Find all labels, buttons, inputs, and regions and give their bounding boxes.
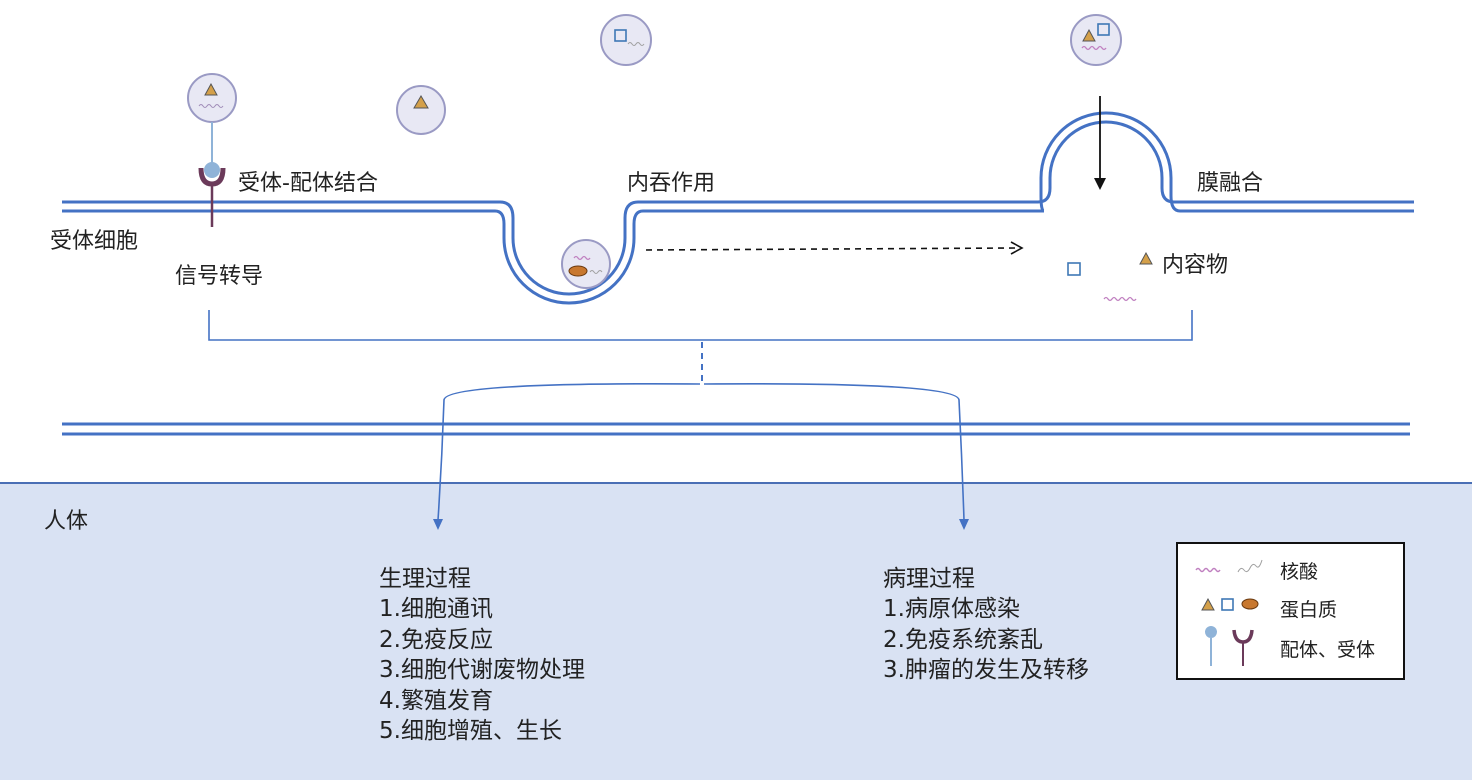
pathology-item: 3.肿瘤的发生及转移 [883,657,1089,683]
triangle-protein-icon [413,95,429,109]
vesicle-endocytosed [561,239,611,289]
arrow-to-pathology [703,383,965,521]
tissue-boundary-lines [62,422,1410,436]
label-signal-transduction: 信号转导 [175,264,263,289]
vesicle-bound [187,73,237,123]
legend-triangle-protein-icon [1201,597,1215,611]
membrane-inner-line [62,111,1414,305]
pathology-title: 病理过程 [883,566,975,592]
legend-nucleic-acid-icon [1195,567,1221,573]
process-bracket [208,310,1193,341]
label-endocytosis: 内吞作用 [627,171,715,196]
ligand-head-icon [204,162,220,178]
square-protein-icon [1067,262,1081,276]
label-recipient-cell: 受体细胞 [50,229,138,254]
legend-oval-protein-icon [1241,598,1259,610]
triangle-protein-icon [1082,28,1096,42]
legend-symbols [1195,559,1263,666]
legend-receptor-icon [1232,629,1254,644]
membrane-outer-line [62,120,1414,296]
legend-nucleic-acid-label: 核酸 [1280,561,1319,583]
branch-arrows [437,383,965,521]
cell-membrane [62,111,1414,305]
legend-ligand-icon [1205,626,1217,638]
release-dashed-arrow [645,247,1016,251]
legend-ligand-receptor-label: 配体、受体 [1280,639,1376,661]
vesicle-square [600,14,652,66]
fusion-arrowhead [1094,178,1106,190]
physiology-item: 4.繁殖发育 [379,688,493,714]
pathology-item: 1.病原体感染 [883,596,1020,622]
label-contents: 内容物 [1162,253,1228,278]
nucleic-acid-icon [573,255,591,261]
nucleic-acid-icon [1103,296,1137,302]
square-protein-icon [1097,23,1110,36]
arrow-to-physiology [437,383,701,521]
vesicle-fusing [1070,14,1122,66]
triangle-protein-icon [204,82,218,96]
pathology-item: 2.免疫系统紊乱 [883,627,1043,653]
vesicle-triangle [396,85,446,135]
nucleic-acid-icon [589,270,603,274]
legend: 核酸 蛋白质 配体、受体 [1176,542,1405,680]
label-receptor-ligand-binding: 受体-配体结合 [238,171,378,196]
square-protein-icon [614,29,627,42]
legend-nucleic-acid-alt-icon [1237,559,1263,573]
nucleic-acid-icon [198,104,224,108]
triangle-protein-icon [1139,251,1153,265]
physiology-item: 5.细胞增殖、生长 [379,718,562,744]
receptor-ligand-complex [187,73,237,227]
physiology-item: 3.细胞代谢废物处理 [379,657,585,683]
nucleic-acid-icon [1081,45,1107,51]
release-arrowhead [1010,241,1024,255]
physiology-item: 2.免疫反应 [379,627,493,653]
nucleic-acid-icon [627,42,645,46]
physiology-title: 生理过程 [379,566,471,592]
oval-protein-icon [568,265,588,277]
physiology-item: 1.细胞通讯 [379,596,493,622]
legend-protein-label: 蛋白质 [1280,599,1338,621]
label-human-body: 人体 [44,509,89,534]
released-contents [1067,251,1153,302]
arrowhead-physiology [433,519,443,530]
arrowhead-pathology [959,519,969,530]
label-membrane-fusion: 膜融合 [1197,171,1263,196]
legend-square-protein-icon [1221,598,1234,611]
